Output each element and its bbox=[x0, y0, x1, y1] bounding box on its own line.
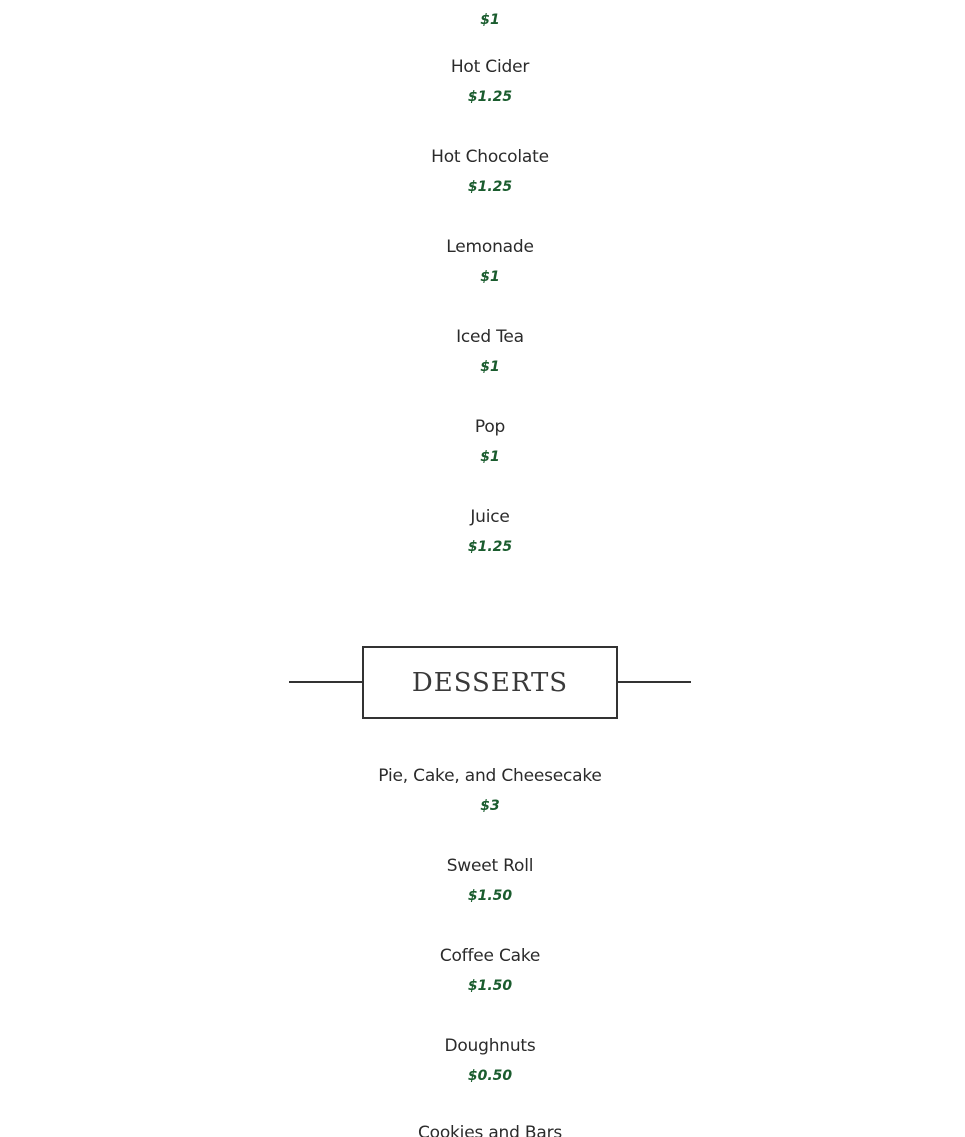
item-price: $1.25 bbox=[467, 539, 513, 555]
item-price: $1 bbox=[480, 449, 500, 465]
item-name: Hot Cider bbox=[450, 57, 530, 77]
menu-item-cookies-and-bars: Cookies and Bars bbox=[0, 1122, 965, 1137]
item-price: $1.25 bbox=[467, 89, 513, 105]
menu-item-coffee-cake: Coffee Cake $1.50 bbox=[0, 945, 965, 995]
item-name: Juice bbox=[470, 507, 510, 527]
item-price: $1 bbox=[480, 12, 500, 28]
item-price: $1 bbox=[480, 269, 500, 285]
menu-item-juice: Juice $1.25 bbox=[0, 506, 965, 556]
item-name: Pop bbox=[474, 417, 506, 437]
item-name: Coffee Cake bbox=[439, 946, 541, 966]
item-price: $1.50 bbox=[467, 978, 513, 994]
item-price: $0.50 bbox=[467, 1068, 513, 1084]
section-heading-desserts: DESSERTS bbox=[289, 646, 691, 719]
menu-item-hot-cider: Hot Cider $1.25 bbox=[0, 56, 965, 106]
item-name: Pie, Cake, and Cheesecake bbox=[378, 766, 602, 786]
item-name: Cookies and Bars bbox=[417, 1123, 563, 1137]
menu-item-pop: Pop $1 bbox=[0, 416, 965, 466]
menu-item-hot-chocolate: Hot Chocolate $1.25 bbox=[0, 146, 965, 196]
item-price: $1.25 bbox=[467, 179, 513, 195]
item-price: $1.50 bbox=[467, 888, 513, 904]
menu-item-partial: $1 bbox=[0, 1, 965, 29]
heading-box: DESSERTS bbox=[362, 646, 618, 719]
heading-rule-right bbox=[617, 681, 691, 683]
item-name: Doughnuts bbox=[444, 1036, 536, 1056]
item-name: Iced Tea bbox=[456, 327, 524, 347]
item-name: Lemonade bbox=[446, 237, 534, 257]
item-name: Hot Chocolate bbox=[431, 147, 549, 167]
heading-rule-left bbox=[289, 681, 363, 683]
item-price: $1 bbox=[480, 359, 500, 375]
section-title: DESSERTS bbox=[411, 667, 569, 698]
menu-item-lemonade: Lemonade $1 bbox=[0, 236, 965, 286]
menu-item-pie-cake-cheesecake: Pie, Cake, and Cheesecake $3 bbox=[0, 765, 965, 815]
menu-item-iced-tea: Iced Tea $1 bbox=[0, 326, 965, 376]
menu-item-doughnuts: Doughnuts $0.50 bbox=[0, 1035, 965, 1085]
menu-item-sweet-roll: Sweet Roll $1.50 bbox=[0, 855, 965, 905]
item-price: $3 bbox=[480, 798, 500, 814]
item-name: Sweet Roll bbox=[446, 856, 534, 876]
